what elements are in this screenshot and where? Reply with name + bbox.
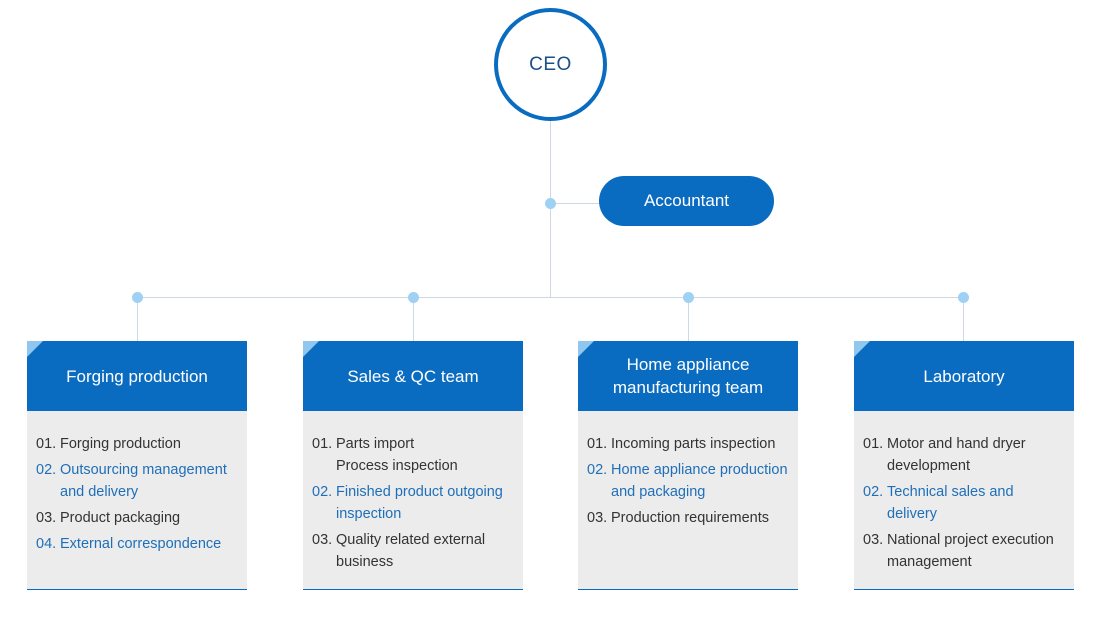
accountant-branch-line xyxy=(550,203,600,204)
department-card: Home appliance manufacturing team 01.Inco… xyxy=(578,341,798,591)
duty-item: 02.Finished product outgoing inspection xyxy=(312,481,515,525)
department-card: Laboratory 01.Motor and hand dryer develo… xyxy=(854,341,1074,591)
duty-number: 01. xyxy=(863,436,884,452)
dept-junction-dot-1 xyxy=(132,292,143,303)
ceo-label: CEO xyxy=(529,53,572,75)
duty-number: 03. xyxy=(587,510,608,526)
duty-text: Product packaging xyxy=(60,510,181,526)
department-title: Laboratory xyxy=(923,366,1005,386)
department-header: Home appliance manufacturing team xyxy=(578,341,798,411)
accountant-junction-dot xyxy=(545,198,556,209)
corner-accent xyxy=(303,341,319,357)
duty-text: National project execution management xyxy=(887,532,1054,570)
duty-item: 01.Incoming parts inspection xyxy=(587,433,790,455)
dept-drop-line-1 xyxy=(137,297,138,341)
duty-number: 01. xyxy=(587,436,608,452)
duty-text: Outsourcing management and delivery xyxy=(60,462,227,500)
duty-number: 01. xyxy=(36,436,57,452)
accountant-node: Accountant xyxy=(599,176,774,226)
duty-number: 02. xyxy=(587,462,608,478)
duty-text: Home appliance production and packaging xyxy=(611,462,788,500)
duty-item: 01.Motor and hand dryer development xyxy=(863,433,1066,477)
duty-item: 03.Quality related external business xyxy=(312,529,515,573)
dept-junction-dot-2 xyxy=(408,292,419,303)
department-header: Sales & QC team xyxy=(303,341,523,411)
corner-accent xyxy=(578,341,594,357)
dept-drop-line-3 xyxy=(688,297,689,341)
duty-item: 04.External correspondence xyxy=(36,533,239,555)
department-title: Forging production xyxy=(66,366,208,386)
duty-number: 01. xyxy=(312,436,333,452)
duty-item: 03.Product packaging xyxy=(36,507,239,529)
duty-text: Incoming parts inspection xyxy=(611,436,776,452)
duty-number: 02. xyxy=(312,484,333,500)
duty-text: Quality related external business xyxy=(336,532,486,570)
corner-accent xyxy=(27,341,43,357)
duty-text: Technical sales and delivery xyxy=(887,484,1014,522)
duty-number: 02. xyxy=(36,462,57,478)
duty-number: 03. xyxy=(312,532,333,548)
dept-junction-dot-4 xyxy=(958,292,969,303)
duty-item: 03.Production requirements xyxy=(587,507,790,529)
duty-item: 02.Technical sales and delivery xyxy=(863,481,1066,525)
duty-item: 01.Forging production xyxy=(36,433,239,455)
department-card: Sales & QC team 01.Parts import Process i… xyxy=(303,341,523,591)
duty-text: Production requirements xyxy=(611,510,769,526)
dept-junction-dot-3 xyxy=(683,292,694,303)
department-bus-line xyxy=(137,297,963,298)
accountant-label: Accountant xyxy=(643,191,730,210)
duty-item: 02.Home appliance production and packagi… xyxy=(587,459,790,503)
corner-accent xyxy=(854,341,870,357)
duty-number: 03. xyxy=(863,532,884,548)
duty-text: External correspondence xyxy=(60,536,222,552)
department-title: Sales & QC team xyxy=(347,366,479,386)
duty-item: 01.Parts import Process inspection xyxy=(312,433,515,477)
duty-text: Forging production xyxy=(60,436,181,452)
duty-number: 04. xyxy=(36,536,57,552)
dept-drop-line-4 xyxy=(963,297,964,341)
department-header: Forging production xyxy=(27,341,247,411)
duty-number: 03. xyxy=(36,510,57,526)
duty-item: 03.National project execution management xyxy=(863,529,1066,573)
duty-number: 02. xyxy=(863,484,884,500)
department-title: Home appliance manufacturing team xyxy=(612,355,764,397)
ceo-node: CEO xyxy=(494,8,607,121)
duty-text: Parts import Process inspection xyxy=(336,436,458,474)
department-header: Laboratory xyxy=(854,341,1074,411)
duty-text: Finished product outgoing inspection xyxy=(336,484,503,522)
duty-text: Motor and hand dryer development xyxy=(887,436,1026,474)
duty-item: 02.Outsourcing management and delivery xyxy=(36,459,239,503)
dept-drop-line-2 xyxy=(413,297,414,341)
